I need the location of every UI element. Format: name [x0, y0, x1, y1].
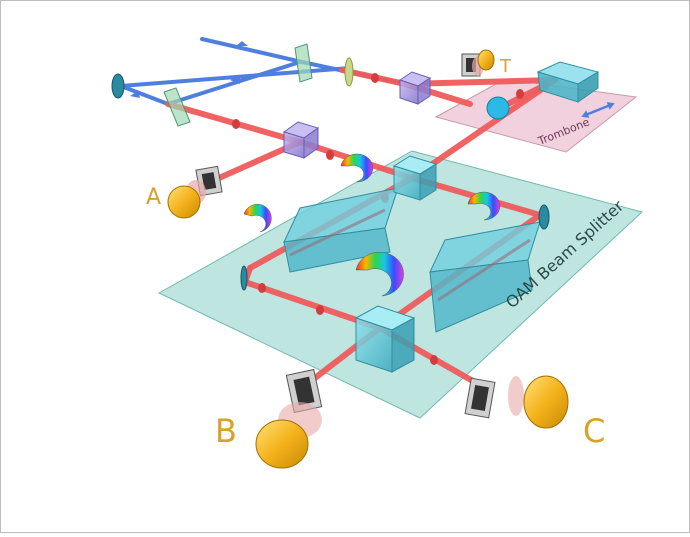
spiral-phase-plate-icon: [243, 204, 272, 233]
dove-prism-left: [283, 187, 399, 273]
detector-t: [461, 49, 495, 77]
spiral-phase-holograms: [243, 153, 501, 297]
detector-a: [167, 165, 223, 219]
detector-b: [255, 368, 323, 469]
spiral-phase-plate-icon: [355, 251, 404, 297]
dove-prism-right: [429, 221, 541, 333]
spiral-phase-plate-icon: [467, 191, 501, 221]
beam-splitter-cube-cyan-top: [392, 155, 438, 201]
label-detector-a: A: [146, 185, 161, 210]
red-arrow-markers: [232, 73, 549, 365]
double-headed-arrow-icon: [581, 102, 615, 118]
blue-arrow-markers: [130, 41, 248, 98]
beam-splitter-cube-purple-1: [282, 121, 320, 159]
detector-c: [464, 375, 569, 429]
mirrors: [111, 73, 550, 291]
label-detector-b: B: [215, 412, 237, 450]
beam-splitter-cube-purple-2: [398, 71, 432, 105]
spiral-phase-plate-icon: [340, 153, 374, 183]
trombone-prism: [536, 61, 600, 103]
trombone-plane: [434, 78, 638, 153]
label-detector-t: T: [499, 56, 512, 77]
label-detector-c: C: [583, 412, 605, 450]
beam-splitter-cube-cyan-bottom: [354, 305, 416, 373]
wave-plates: [163, 43, 354, 127]
